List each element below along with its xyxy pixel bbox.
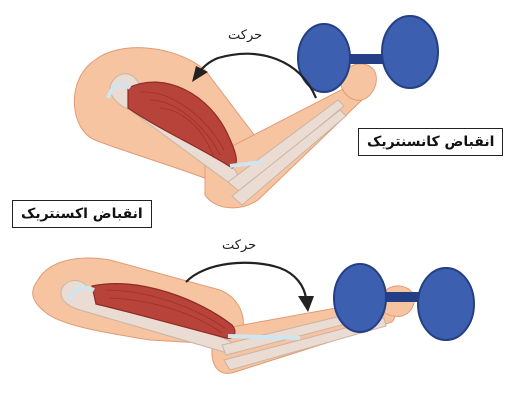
bottom-dumbbell-plate-left xyxy=(333,263,387,333)
bottom-tendon-lower xyxy=(227,334,301,340)
top-radius xyxy=(227,99,345,193)
bottom-motion-label: حرکت xyxy=(222,238,257,253)
top-tendon-lower xyxy=(229,160,263,168)
top-biceps-striations xyxy=(139,91,225,159)
bottom-motion-arrow xyxy=(185,261,314,312)
top-tendon-upper xyxy=(106,82,132,99)
bottom-dumbbell xyxy=(333,263,475,341)
top-hand xyxy=(339,63,377,101)
bottom-dumbbell-plate-right xyxy=(417,267,475,341)
bottom-contraction-label: انقباض اکسنتریک xyxy=(12,200,152,228)
top-dumbbell-plate-right xyxy=(381,15,439,89)
bottom-ulna xyxy=(223,317,387,371)
top-arm xyxy=(73,47,377,209)
top-ulna xyxy=(231,109,347,206)
top-dumbbell xyxy=(297,15,439,93)
bottom-tendon-upper xyxy=(68,285,95,301)
top-motion-arrow xyxy=(192,52,318,99)
top-motion-label: حرکت xyxy=(228,28,263,43)
top-dumbbell-plate-left xyxy=(297,23,351,93)
top-contraction-label: انقباض کانسنتریک xyxy=(358,128,504,156)
bottom-biceps-striations xyxy=(104,289,226,334)
